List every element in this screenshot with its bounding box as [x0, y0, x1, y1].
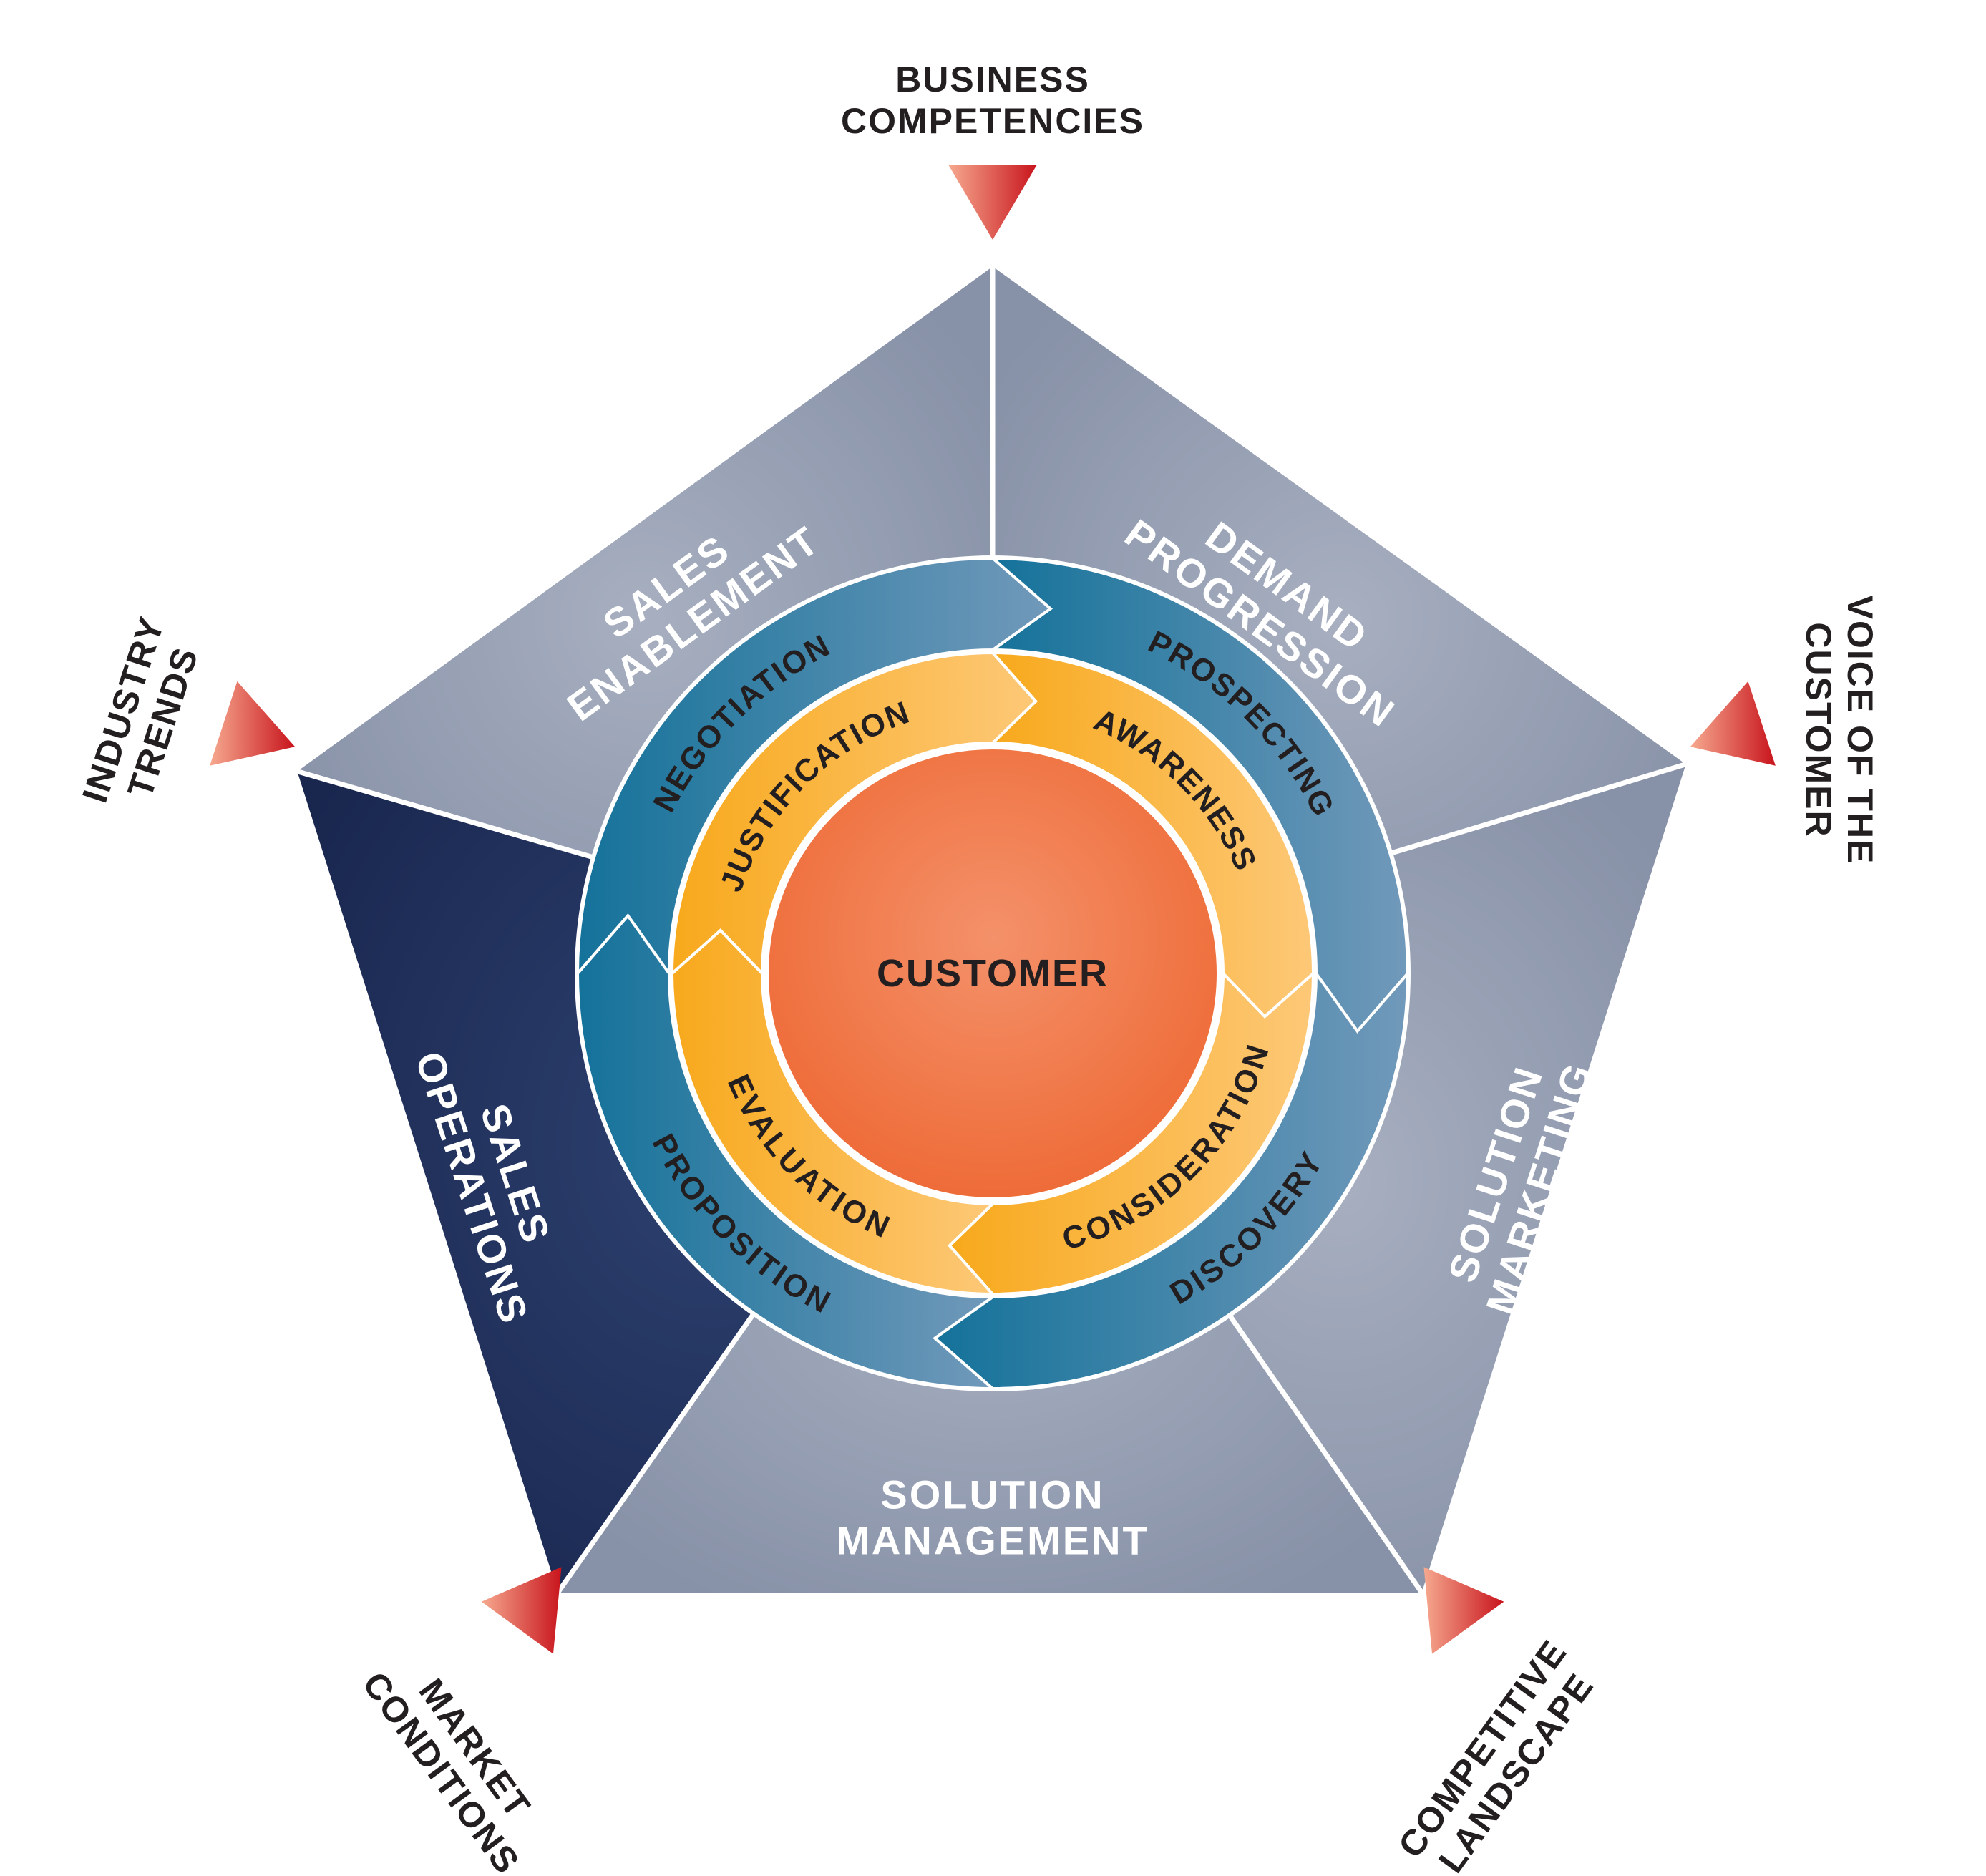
factor-marker-voice-of-the-customer: [1690, 681, 1776, 766]
factor-label-line: BUSINESS: [895, 59, 1090, 99]
factor-marker-market-conditions: [481, 1567, 562, 1654]
sales-cycle-arrow-negotiation: [575, 556, 1053, 978]
segment-label-line: MANAGEMENT: [836, 1518, 1149, 1563]
buying-cycle-arrow-justification: [670, 651, 1038, 977]
factor-marker-competitive-landscape: [1423, 1567, 1504, 1654]
segment-label-line: SOLUTION: [880, 1472, 1104, 1517]
factor-label-line: CUSTOMER: [1798, 622, 1839, 837]
factor-marker-business-competencies: [948, 165, 1037, 240]
customer-core: CUSTOMER: [764, 745, 1221, 1202]
pentagon-outline: [293, 263, 1690, 1595]
customer-label: CUSTOMER: [877, 952, 1109, 995]
customer-core-circle: [764, 745, 1221, 1202]
factor-label-line: VOICE OF THE: [1840, 596, 1880, 865]
factor-label-line: COMPETENCIES: [841, 101, 1144, 141]
factor-marker-industry-trends: [210, 681, 296, 766]
external-factor-markers: [210, 165, 1776, 1654]
